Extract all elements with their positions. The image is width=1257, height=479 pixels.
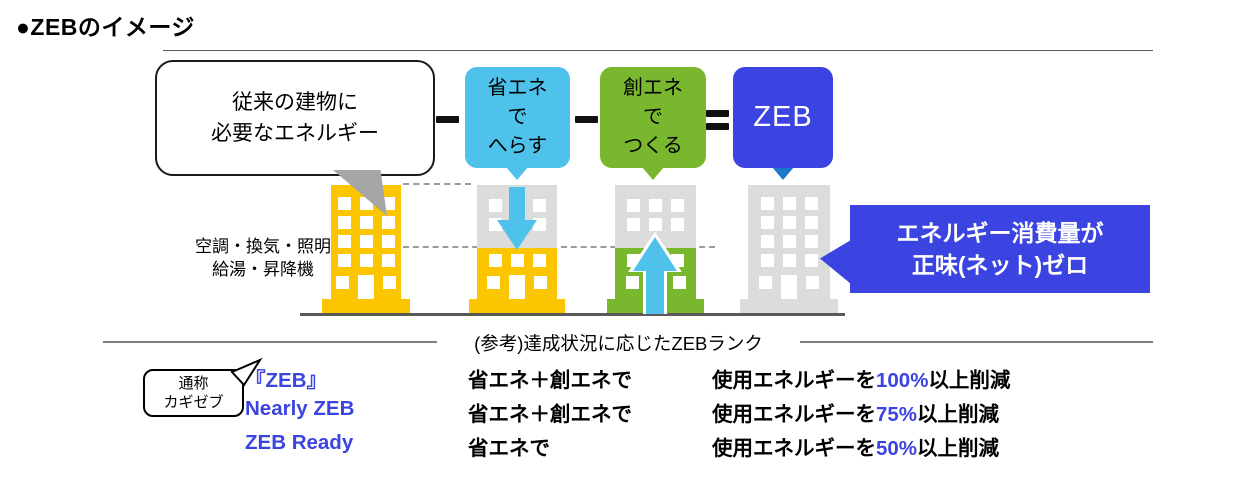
building-door: [509, 275, 525, 299]
conventional-energy-line1: 従来の建物に: [232, 91, 358, 114]
rank-result: 使用エネルギーを50%以上削減: [712, 431, 999, 465]
building-base: [322, 299, 410, 314]
down-arrow-icon: [509, 187, 525, 221]
nickname-line1: 通称: [178, 375, 209, 392]
building-body: [331, 185, 401, 299]
up-arrow-icon: [646, 269, 664, 314]
building-base: [740, 299, 838, 314]
building-door-row: [331, 275, 401, 299]
energy-creating-line2: で: [643, 106, 663, 128]
rank-method: 省エネ＋創エネで: [468, 369, 632, 392]
energy-saving-line2: で: [507, 106, 528, 128]
building-door: [358, 275, 374, 299]
building-yellow-half: [477, 248, 557, 299]
building-systems-label-line2: 給湯・昇降機: [212, 260, 314, 279]
building-door: [781, 275, 797, 299]
energy-saving-line3: へらす: [487, 135, 548, 157]
rank-result: 使用エネルギーを75%以上削減: [712, 397, 999, 431]
rank-result-prefix: 使用エネルギーを: [712, 403, 876, 426]
equals-operator: [706, 123, 729, 130]
building-systems-label: 空調・換気・照明 給湯・昇降機: [190, 235, 336, 281]
equals-operator: [706, 110, 729, 117]
energy-creating-line1: 創エネ: [623, 77, 683, 99]
up-arrow-icon: [633, 237, 677, 271]
section-divider-left: [103, 341, 437, 343]
building-body: [748, 185, 830, 299]
building-windows: [748, 185, 830, 267]
building-base: [469, 299, 565, 314]
rank-result: 使用エネルギーを100%以上削減: [712, 363, 1010, 397]
rank-method: 省エネで: [468, 437, 550, 460]
rank-name: 『ZEB』: [245, 369, 327, 392]
building-door-row: [748, 275, 830, 299]
rank-result-prefix: 使用エネルギーを: [712, 437, 876, 460]
minus-operator: [436, 116, 459, 123]
energy-saving-box: 省エネ で へらす: [465, 67, 570, 168]
rank-result-percent: 75%: [876, 403, 918, 426]
rank-result-percent: 100%: [876, 369, 929, 392]
rank-result-suffix: 以上削減: [928, 369, 1011, 392]
rank-name: Nearly ZEB: [245, 397, 355, 420]
energy-creating-box: 創エネ で つくる: [600, 67, 706, 168]
energy-creating-line3: つくる: [623, 135, 683, 157]
section-divider-right: [800, 341, 1153, 343]
rank-method: 省エネ＋創エネで: [468, 403, 632, 426]
net-zero-line1: エネルギー消費量が: [896, 220, 1104, 246]
reference-dashed-line-middle: [403, 246, 715, 248]
top-divider-line: [163, 50, 1153, 51]
net-zero-callout: エネルギー消費量が 正味(ネット)ゼロ: [850, 205, 1150, 293]
down-arrow-icon: [497, 220, 537, 250]
zeb-box-tail: [772, 167, 794, 180]
energy-saving-box-tail: [506, 167, 528, 180]
ground-line: [300, 313, 845, 316]
energy-saving-line1: 省エネ: [487, 77, 548, 99]
building-systems-label-line1: 空調・換気・照明: [195, 237, 331, 256]
rank-result-percent: 50%: [876, 437, 918, 460]
zeb-box: ZEB: [733, 67, 833, 168]
zeb-box-label: ZEB: [753, 101, 813, 133]
nickname-bubble-tail: [230, 357, 263, 387]
minus-operator: [575, 116, 598, 123]
rank-result-prefix: 使用エネルギーを: [712, 369, 876, 392]
rank-name: ZEB Ready: [245, 431, 354, 454]
rank-result-suffix: 以上削減: [917, 437, 1000, 460]
reference-dashed-line-top: [403, 183, 471, 185]
nickname-bubble: 通称 カギゼブ: [143, 369, 244, 417]
rank-section-title: (参考)達成状況に応じたZEBランク: [474, 333, 763, 354]
energy-creating-box-tail: [642, 167, 664, 180]
net-zero-line2: 正味(ネット)ゼロ: [911, 252, 1089, 278]
rank-result-suffix: 以上削減: [917, 403, 1000, 426]
conventional-energy-bubble: 従来の建物に 必要なエネルギー: [155, 60, 435, 176]
page-title: ●ZEBのイメージ: [16, 14, 195, 40]
conventional-energy-line2: 必要なエネルギー: [211, 122, 379, 145]
nickname-line2: カギゼブ: [163, 394, 224, 411]
